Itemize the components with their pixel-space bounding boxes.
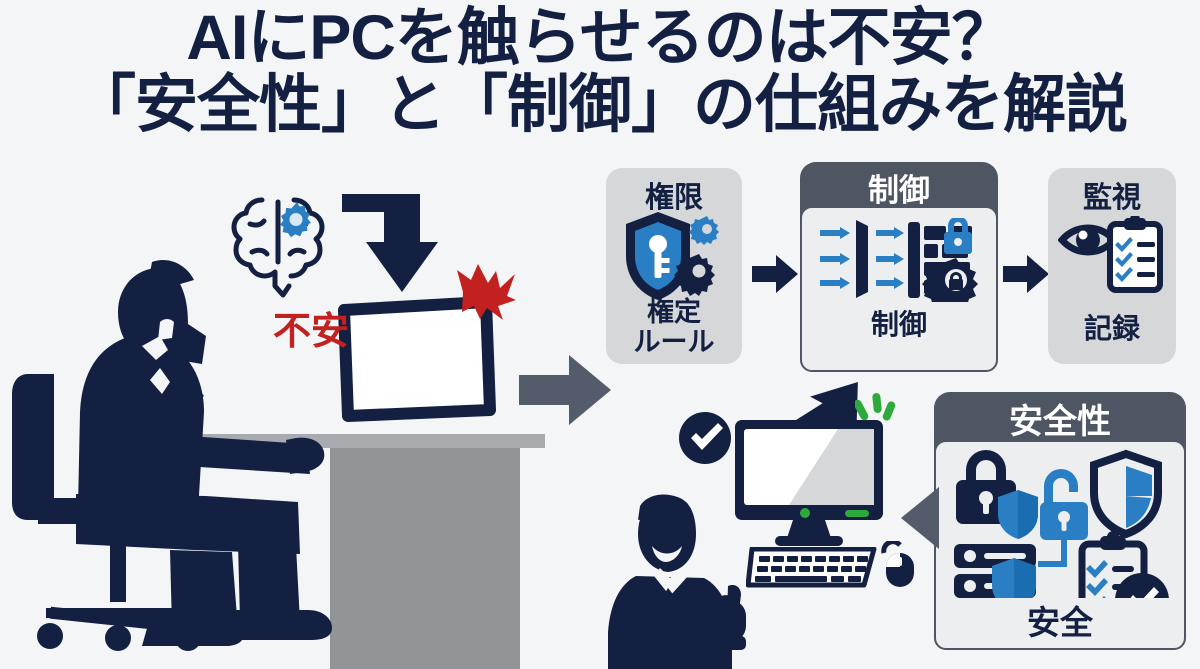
green-sparkle-icon <box>855 393 897 435</box>
flow-arrow-1-icon <box>752 253 798 295</box>
worried-businessman-silhouette <box>10 258 340 658</box>
flow-box-permission-foot-2: ルール <box>633 327 715 357</box>
flow-box-permission-title: 権限 <box>644 182 703 214</box>
title-line-2: 「安全性」と「制御」の仕組みを解説 <box>73 70 1128 141</box>
flow-arrow-2-icon <box>1003 253 1049 295</box>
firewall-arrows-lock-icon <box>820 218 980 302</box>
anxiety-label: 不安 <box>273 311 350 353</box>
eye-clipboard-check-icon <box>1058 216 1168 294</box>
flow-box-control-title: 制御 <box>868 173 930 208</box>
flow-box-monitoring[interactable]: 監視 <box>1048 168 1176 364</box>
desk-icon <box>175 434 545 669</box>
flow-box-control[interactable]: 制御 <box>800 162 998 372</box>
happy-businessman-thumbsup-silhouette <box>608 490 798 669</box>
flow-box-monitoring-foot: 記録 <box>1083 313 1140 344</box>
flow-box-permission[interactable]: 権限 権定 ルー <box>606 168 742 364</box>
red-lightning-icon <box>455 258 517 326</box>
monitor-icon <box>338 292 498 422</box>
shield-large-icon <box>1090 449 1162 539</box>
flow-box-monitoring-title: 監視 <box>1082 182 1141 214</box>
safety-box[interactable]: 安全性 <box>934 392 1186 650</box>
safety-box-title: 安全性 <box>1009 403 1111 441</box>
elbow-arrow-down-icon <box>340 190 450 300</box>
left-triangle-pointer-icon <box>901 487 939 549</box>
check-circle-icon <box>1115 573 1169 598</box>
brain-gear-icon <box>228 186 336 301</box>
shield-server-icon <box>992 558 1036 598</box>
padlock-open-icon <box>1040 469 1088 540</box>
safety-icons-group <box>950 448 1174 598</box>
safety-box-foot: 安全 <box>1027 604 1093 641</box>
shield-key-gears-icon <box>620 210 728 302</box>
mouse-icon <box>878 541 918 589</box>
check-circle-badge-icon <box>679 412 731 464</box>
keyboard-icon <box>746 547 878 589</box>
flow-box-permission-foot-1: 権定 <box>647 297 701 327</box>
shield-small-icon <box>998 490 1038 539</box>
big-right-arrow-icon <box>519 351 611 429</box>
page-title: AIにPCを触らせるのは不安？ 「安全性」と「制御」の仕組みを解説 <box>0 6 1200 138</box>
flow-box-control-foot: 制御 <box>870 309 927 340</box>
desktop-monitor-icon <box>733 418 893 546</box>
title-line-1: AIにPCを触らせるのは不安？ <box>186 3 1014 73</box>
